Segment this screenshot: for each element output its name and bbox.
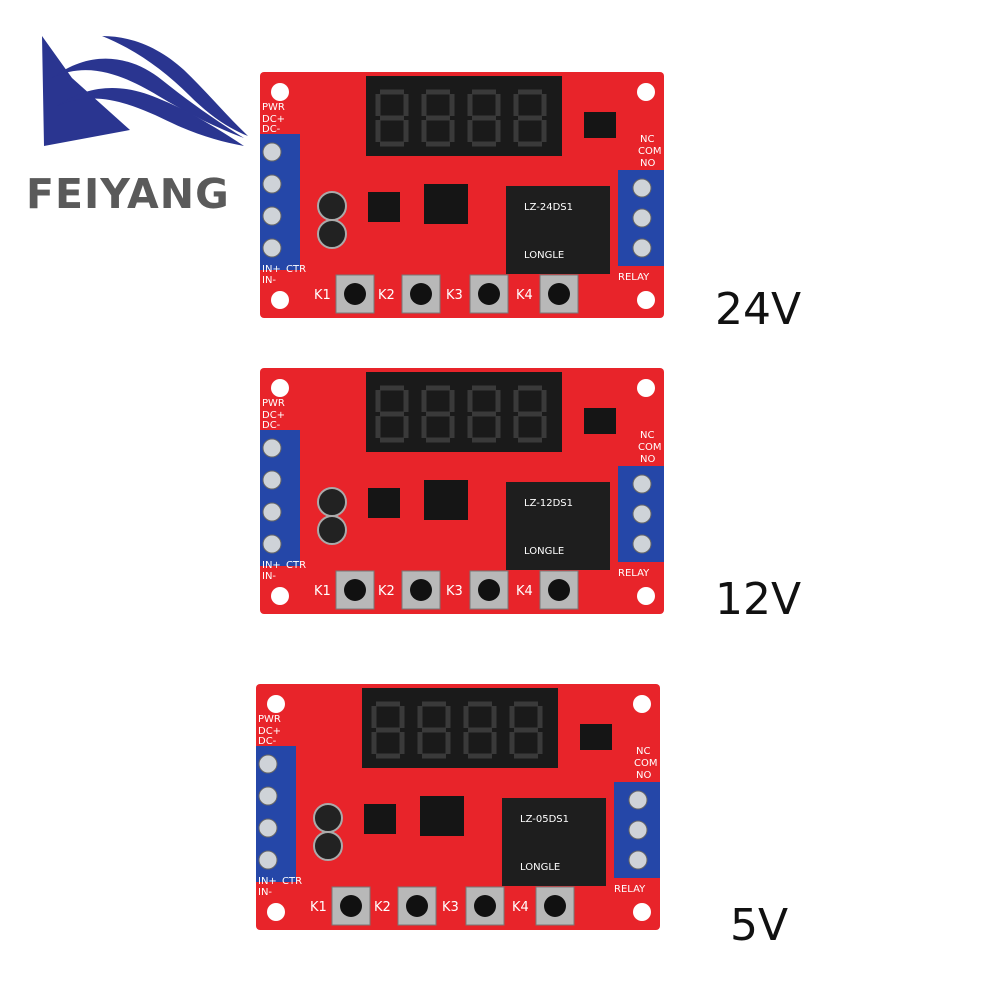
silk-in-minus: IN- (258, 887, 272, 898)
ic-chip (424, 184, 468, 224)
silk-pwr: PWR (262, 102, 285, 113)
silk-com: COM (634, 758, 657, 769)
silk-relay: RELAY (614, 884, 646, 895)
brand-name: FEIYANG (26, 170, 230, 218)
capacitor (317, 191, 347, 221)
silk-in-minus: IN- (262, 571, 276, 582)
silk-k1: K1 (314, 584, 331, 599)
capacitor (317, 219, 347, 249)
silk-nc: NC (640, 430, 654, 441)
relay-board-24v: PWR DC+ DC- IN+ IN- CTR NC COM NO RELAY … (258, 70, 668, 322)
voltage-label-24v: 24V (715, 284, 802, 335)
relay (506, 482, 610, 570)
silk-k3: K3 (446, 288, 463, 303)
relay-board-12v: PWR DC+ DC- IN+ IN- CTR NC COM NO RELAY … (258, 366, 668, 618)
silk-relay: RELAY (618, 568, 650, 579)
relay-brand: LONGLE (524, 250, 564, 261)
silk-k2: K2 (378, 584, 395, 599)
relay-model: LZ-12DS1 (524, 498, 573, 509)
silk-ctr: CTR (286, 560, 306, 571)
relay (502, 798, 606, 886)
silk-dc-plus: DC+ (258, 726, 281, 737)
mount-hole (637, 83, 655, 101)
silk-com: COM (638, 442, 661, 453)
silk-no: NO (636, 770, 651, 781)
relay-board-5v: PWR DC+ DC- IN+ IN- CTR NC COM NO RELAY … (254, 682, 664, 934)
silk-k1: K1 (310, 900, 327, 915)
silk-in-plus: IN+ (258, 876, 277, 887)
relay (506, 186, 610, 274)
silk-k1: K1 (314, 288, 331, 303)
silk-dc-minus: DC- (258, 736, 277, 747)
silk-com: COM (638, 146, 661, 157)
silk-no: NO (640, 454, 655, 465)
silk-in-plus: IN+ (262, 264, 281, 275)
silk-dc-plus: DC+ (262, 410, 285, 421)
silk-k3: K3 (442, 900, 459, 915)
logo-wave-icon (42, 36, 248, 146)
silk-dc-minus: DC- (262, 420, 281, 431)
mount-hole (271, 83, 289, 101)
mount-hole (271, 291, 289, 309)
ic-chip (584, 112, 616, 138)
silk-in-minus: IN- (262, 275, 276, 286)
silk-k2: K2 (378, 288, 395, 303)
relay-brand: LONGLE (520, 862, 560, 873)
silk-dc-plus: DC+ (262, 114, 285, 125)
digit-segments (375, 89, 547, 147)
silk-k4: K4 (516, 584, 533, 599)
silk-k4: K4 (516, 288, 533, 303)
mount-hole (637, 291, 655, 309)
silk-pwr: PWR (262, 398, 285, 409)
silk-pwr: PWR (258, 714, 281, 725)
voltage-label-12v: 12V (715, 574, 802, 625)
silk-nc: NC (636, 746, 650, 757)
silk-k3: K3 (446, 584, 463, 599)
silk-dc-minus: DC- (262, 124, 281, 135)
silk-nc: NC (640, 134, 654, 145)
relay-model: LZ-24DS1 (524, 202, 573, 213)
relay-model: LZ-05DS1 (520, 814, 569, 825)
silk-in-plus: IN+ (262, 560, 281, 571)
silk-k4: K4 (512, 900, 529, 915)
ic-chip (368, 192, 400, 222)
silk-ctr: CTR (286, 264, 306, 275)
relay-brand: LONGLE (524, 546, 564, 557)
voltage-label-5v: 5V (730, 900, 789, 951)
silk-no: NO (640, 158, 655, 169)
silk-ctr: CTR (282, 876, 302, 887)
silk-k2: K2 (374, 900, 391, 915)
silk-relay: RELAY (618, 272, 650, 283)
feiyang-logo: FEIYANG (12, 18, 252, 218)
